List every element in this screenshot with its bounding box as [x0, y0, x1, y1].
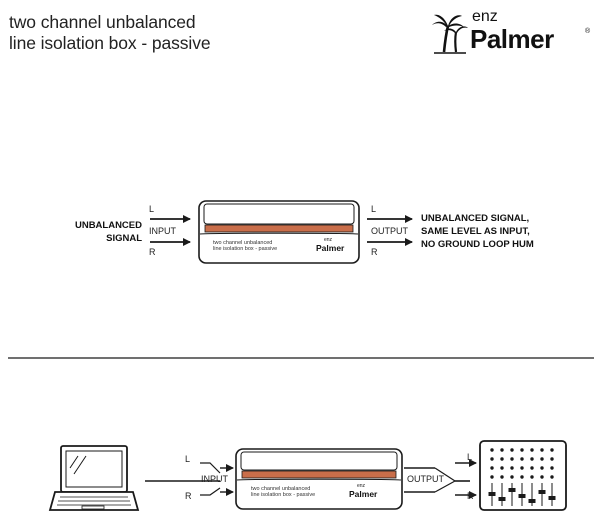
copper-band: [204, 224, 354, 233]
isolation-box-1: [198, 200, 360, 264]
logo-registered: ®: [585, 28, 591, 35]
input-signal-line-2: SIGNAL: [106, 233, 142, 244]
d1-output-right-channel: R: [371, 247, 378, 257]
d1-output-label: OUTPUT: [371, 226, 408, 236]
diagram1-input-arrows: [150, 215, 191, 246]
box2-description: two channel unbalanced line isolation bo…: [251, 486, 315, 498]
diagram1-output-arrows: [367, 215, 413, 246]
palm-tree-icon: [432, 14, 468, 54]
mixer-icon: [479, 440, 567, 511]
diagram2-input-lines: [145, 462, 234, 496]
copper-band: [241, 470, 397, 479]
box1-logo-brand: Palmer: [316, 243, 345, 253]
box2-logo-prefix: enz: [357, 483, 366, 489]
palmer-logo: enz Palmer ®: [430, 8, 591, 54]
box1-text-line-2: line isolation box - passive: [213, 246, 278, 252]
diagram2-output-lines: [404, 459, 477, 499]
input-signal-label: UNBALANCED SIGNAL: [60, 219, 142, 245]
box1-description: two channel unbalanced line isolation bo…: [213, 240, 277, 252]
d2-input-label: INPUT: [201, 474, 228, 484]
box2-logo-brand: Palmer: [349, 489, 378, 499]
box2-text-line-1: two channel unbalanced: [251, 486, 311, 492]
d2-output-left-channel: L: [467, 452, 473, 462]
title-line-1: two channel unbalanced: [9, 12, 196, 32]
title-line-2: line isolation box - passive: [9, 33, 211, 53]
d1-output-left-channel: L: [371, 204, 377, 214]
d1-input-label: INPUT: [149, 226, 176, 236]
product-title: two channel unbalanced line isolation bo…: [9, 12, 211, 54]
box1-logo-prefix: enz: [324, 237, 333, 243]
logo-prefix: enz: [472, 8, 498, 25]
output-signal-label: UNBALANCED SIGNAL, SAME LEVEL AS INPUT, …: [421, 212, 534, 251]
d1-input-right-channel: R: [149, 247, 156, 257]
d1-input-left-channel: L: [149, 204, 155, 214]
logo-brand: Palmer: [470, 24, 554, 54]
laptop-icon: [48, 445, 140, 511]
isolation-box-2: [235, 448, 403, 510]
d2-output-right-channel: R: [467, 491, 474, 501]
d2-input-left-channel: L: [185, 454, 191, 464]
output-signal-line-1: UNBALANCED SIGNAL,: [421, 213, 530, 224]
output-signal-line-3: NO GROUND LOOP HUM: [421, 239, 534, 250]
d2-output-label: OUTPUT: [407, 474, 444, 484]
box1-text-line-1: two channel unbalanced: [213, 240, 273, 246]
d2-input-right-channel: R: [185, 491, 192, 501]
box2-text-line-2: line isolation box - passive: [251, 492, 316, 498]
output-signal-line-2: SAME LEVEL AS INPUT,: [421, 226, 530, 237]
input-signal-line-1: UNBALANCED: [74, 220, 142, 231]
